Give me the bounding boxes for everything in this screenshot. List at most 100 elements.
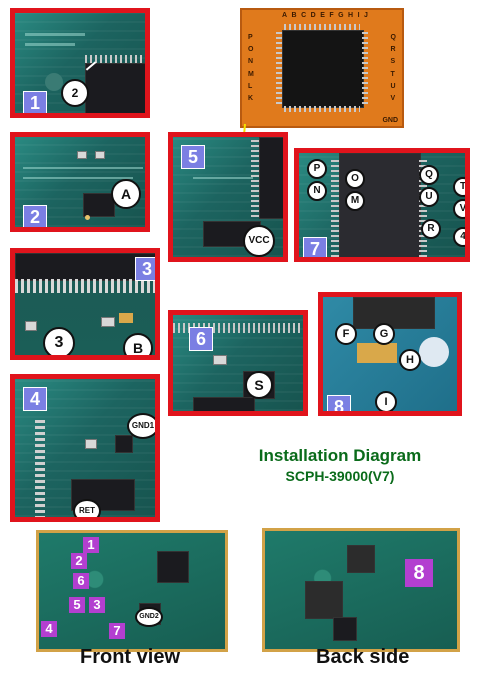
diagram-title: Installation Diagram SCPH-39000(V7) [210,446,470,484]
pcb-trace [25,43,75,46]
panel-number: 7 [303,237,327,257]
pin-label: T [390,70,395,78]
modchip-pins-bottom [284,106,360,112]
pin-label: O [248,46,254,54]
point-label-GND1: GND1 [127,413,155,439]
board-chip [157,551,189,583]
pin-label: G [338,12,344,19]
board-marker: 3 [89,597,105,613]
panel-number: 2 [23,205,47,227]
panel-3: 3 3 B [10,248,160,360]
panel-number: 6 [189,327,213,351]
via [85,215,90,220]
smd-component [101,317,115,327]
smd-component [25,321,37,331]
panel-number: 5 [181,145,205,169]
modchip: A B C D E F G H I J P O N M L K Q R S T … [240,8,404,128]
point-label-F: F [335,323,357,345]
board-marker: 5 [69,597,85,613]
modchip-gnd-label: GND [382,117,398,124]
board-chip [347,545,375,573]
ic-pins [331,157,339,257]
solder-pad [357,343,377,363]
ic-pins [85,55,145,63]
point-label-T: T [453,177,465,197]
panel-number: 4 [23,387,47,411]
point-label-4: 4 [453,227,465,247]
smd-component [85,439,97,449]
ic-pins [251,137,259,217]
point-label-3: 3 [43,327,75,355]
pin-label: B [291,12,297,19]
solder-pad [119,313,133,323]
panel-1: 1 2 [10,8,150,118]
panel-6: 6 S [168,310,308,416]
point-label-V: V [453,199,465,219]
point-label-VCC: VCC [243,225,275,257]
via [45,73,63,91]
solder-pad [377,343,397,363]
panel-2: 2 A [10,132,150,232]
point-label-P: P [307,159,327,179]
ic-chip [85,63,145,113]
panel-4: 4 GND1 RET [10,374,160,522]
panel-5: 5 VCC [168,132,288,262]
pin-label: E [320,12,325,19]
panel-number: 1 [23,91,47,113]
smd-component [95,151,105,159]
ic-chip [115,435,133,453]
point-label-U: U [419,187,439,207]
connector-pins [35,419,45,517]
back-board: 8 [262,528,460,652]
pin-label: I [357,12,360,19]
pin-label: S [390,58,396,66]
point-label-2: 2 [61,79,89,107]
via [419,337,449,367]
ic-pins [15,279,155,293]
pin-label: M [248,70,254,78]
smd-component [77,151,87,159]
point-label-I: I [375,391,397,411]
point-label-R: R [421,219,441,239]
point-label-G: G [373,323,395,345]
pin-label: N [248,58,254,66]
pin-label: C [301,12,307,19]
title-line-2: SCPH-39000(V7) [285,468,395,484]
modchip-pins-left [276,32,282,104]
panel-8: 8 F G H I [318,292,462,416]
panel-number: 3 [135,257,155,281]
point-label-GND2: GND2 [135,607,163,627]
front-view-caption: Front view [80,646,181,668]
ic-chip [71,479,135,511]
panel-7: 7 P O N M Q T U V R 4 [294,148,470,262]
point-label-B: B [123,333,153,355]
pin-label: Q [390,34,396,41]
pcb-trace [25,33,85,36]
pin-label: R [390,46,396,54]
modchip-right-labels: Q R S T U V [391,34,396,102]
smd-component [213,355,227,365]
point-label-H: H [399,349,421,371]
pcb-trace [23,167,143,169]
front-board: 1 2 6 5 3 4 7 GND2 [36,530,228,652]
board-marker: 6 [73,573,89,589]
modchip-pins-right [362,32,368,104]
ic-chip [259,137,283,219]
pcb-trace [193,177,253,179]
modchip-pins-top [284,24,360,30]
board-marker: 8 [405,559,433,587]
modchip-left-labels: P O N M L K [248,34,254,102]
pin-label: D [310,12,316,19]
point-label-N: N [307,181,327,201]
pin-label: J [364,12,368,19]
title-line-1: Installation Diagram [258,446,422,465]
board-marker: 7 [109,623,125,639]
modchip-top-labels: A B C D E F G H I J [282,12,368,19]
ic-chip [83,193,115,217]
modchip-processor [282,30,364,108]
panel-number: 8 [327,395,351,411]
board-marker: 1 [83,537,99,553]
pin-label: A [282,12,288,19]
ic-pins [173,323,303,333]
point-label-M: M [345,191,365,211]
